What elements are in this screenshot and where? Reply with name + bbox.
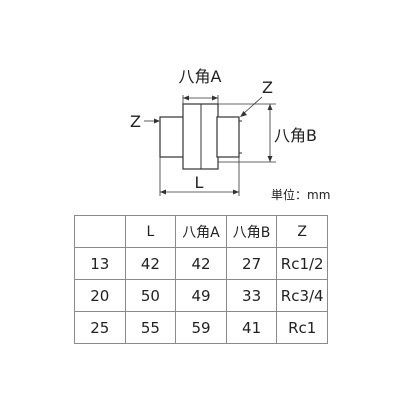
unit-note: 単位：mm (271, 188, 331, 202)
table-row: 13 42 42 27 Rc1/2 (74, 247, 328, 280)
table-row: 20 50 49 33 Rc3/4 (74, 279, 328, 312)
table-cell: 50 (124, 279, 177, 312)
l-arrow-left (160, 189, 166, 195)
table-cell: Rc1/2 (276, 247, 328, 280)
table-header-cell: 八角A (175, 215, 227, 248)
z-right-label: Z (262, 78, 273, 97)
fitting-left-coupling (159, 116, 185, 158)
table-header-row: L 八角A 八角B Z (74, 215, 328, 248)
hex-a-arrow-right (212, 95, 218, 101)
l-arrow-right (233, 189, 239, 195)
table-cell: Rc1 (276, 311, 328, 344)
table-row: 25 55 59 41 Rc1 (74, 311, 328, 344)
table-cell: 27 (225, 247, 278, 280)
table-cell: 33 (225, 279, 278, 312)
z-right-leader (242, 96, 263, 115)
z-left-arrow-head (154, 118, 160, 124)
table-cell: 25 (74, 311, 126, 344)
fitting-right-coupling (216, 116, 240, 158)
table-header-cell: 八角B (225, 215, 278, 248)
table-cell: 20 (74, 279, 126, 312)
hex-b-arrow-top (267, 104, 273, 110)
table-header-cell: Z (276, 215, 328, 248)
hex-a-label: 八角A (179, 67, 222, 86)
hex-a-arrow-left (183, 95, 189, 101)
z-left-label: Z (130, 112, 141, 131)
table-cell: 42 (175, 247, 227, 280)
l-label: L (195, 173, 204, 192)
table-cell: 13 (74, 247, 126, 280)
table-cell: 42 (124, 247, 177, 280)
hex-b-arrow-bottom (267, 156, 273, 162)
table-cell: 41 (225, 311, 278, 344)
table-cell: 49 (175, 279, 227, 312)
table-header-cell (74, 215, 126, 248)
spec-table: L 八角A 八角B Z 13 42 42 27 Rc1/2 20 50 49 3… (74, 215, 328, 344)
table-cell: 55 (124, 311, 177, 344)
union-fitting-diagram: 八角A Z Z 八角B L (130, 67, 317, 196)
hex-b-label: 八角B (274, 126, 317, 145)
z-right-arrow-head (240, 111, 247, 117)
table-header-cell: L (124, 215, 177, 248)
table-cell: Rc3/4 (276, 279, 328, 312)
table-cell: 59 (175, 311, 227, 344)
